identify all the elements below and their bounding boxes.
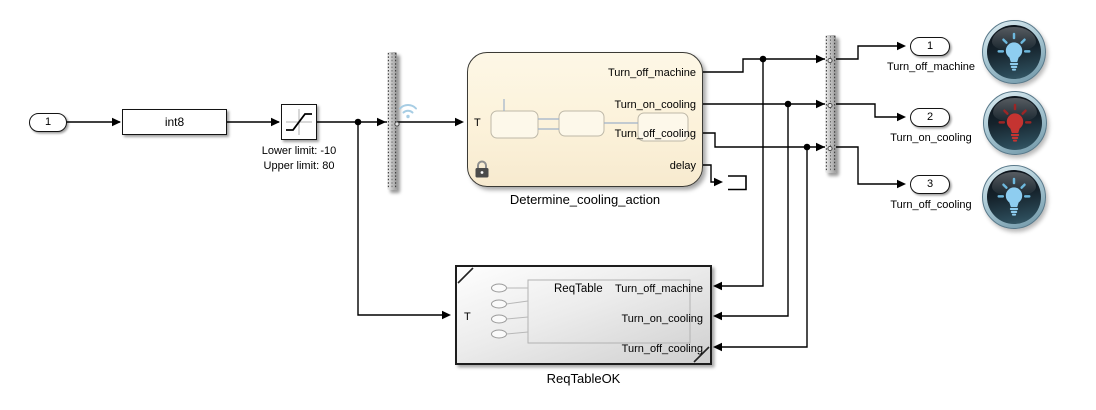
outport-3-number: 3 [926,178,934,190]
bulb-icon [998,103,1032,142]
wire-branch1-to-reqtable[interactable] [716,59,764,287]
chart-determine-cooling-action[interactable]: T Turn_off_machine Turn_on_cooling Turn_… [467,52,703,187]
chart-output-delay: delay [669,160,696,172]
outport-3-label: Turn_off_cooling [890,199,972,211]
chart-name: Determine_cooling_action [509,192,661,207]
lamp-face [987,170,1041,224]
wire-branch2-to-reqtable[interactable] [716,104,789,317]
reqtable-input-T: T [464,311,471,323]
chart-output-turn-on-cooling: Turn_on_cooling [614,99,696,111]
lamp-face [988,96,1042,150]
outport-1[interactable]: 1 [910,37,950,56]
chart-output-turn-off-machine: Turn_off_machine [607,67,696,79]
reqtable-graphics [457,267,710,363]
lamp-turn-on-cooling[interactable] [983,91,1047,155]
branch-dots [354,55,811,151]
lamp-face [987,25,1041,79]
chart-output-turn-off-cooling: Turn_off_cooling [614,128,696,140]
outport-2[interactable]: 2 [910,108,950,127]
terminator-block[interactable] [728,175,747,191]
reqtable-name: ReqTableOK [546,371,621,386]
reqtable-in-turn-off-cooling: Turn_off_cooling [621,343,703,355]
wire-turn-on-cooling[interactable] [703,103,903,118]
int8-conversion-block[interactable]: int8 [122,109,227,135]
bulb-icon [997,32,1031,71]
outport-1-number: 1 [926,40,934,52]
outport-3[interactable]: 3 [910,175,950,194]
lock-icon [475,160,489,178]
statechart-preview [490,99,689,142]
chart-input-T: T [474,117,481,129]
harness-boundary-left[interactable] [387,52,397,190]
int8-label: int8 [164,115,185,129]
wire-turn-off-machine[interactable] [703,45,903,73]
bulb-icon [997,177,1031,216]
lamp-turn-off-machine[interactable] [982,20,1046,84]
reqtable-header: ReqTable [554,283,603,295]
reqtable-block[interactable]: ReqTable T Turn_off_machine Turn_on_cool… [455,265,712,365]
saturation-lower-limit: Lower limit: -10 [261,145,337,157]
saturation-caption: Lower limit: -10 Upper limit: 80 [239,144,359,174]
wire-branch-to-reqtable-T[interactable] [357,122,444,316]
outport-2-label: Turn_on_cooling [890,132,972,144]
wireless-signal-icon [399,104,417,119]
arrowheads [112,41,906,352]
outport-2-number: 2 [926,111,934,123]
outport-1-label: Turn_off_machine [886,61,976,73]
boundary-signal-badges [394,57,833,152]
reqtable-in-turn-off-machine: Turn_off_machine [614,283,703,295]
saturation-block[interactable] [281,104,317,140]
saturation-upper-limit: Upper limit: 80 [263,160,335,172]
wire-branch3-to-reqtable[interactable] [716,147,808,348]
reqtable-in-turn-on-cooling: Turn_on_cooling [621,313,703,325]
inport-1[interactable]: 1 [29,113,67,132]
lamp-turn-off-cooling[interactable] [982,165,1046,229]
saturation-icon [286,109,312,135]
wire-turn-off-cooling[interactable] [703,132,903,185]
inport-1-number: 1 [44,116,52,128]
